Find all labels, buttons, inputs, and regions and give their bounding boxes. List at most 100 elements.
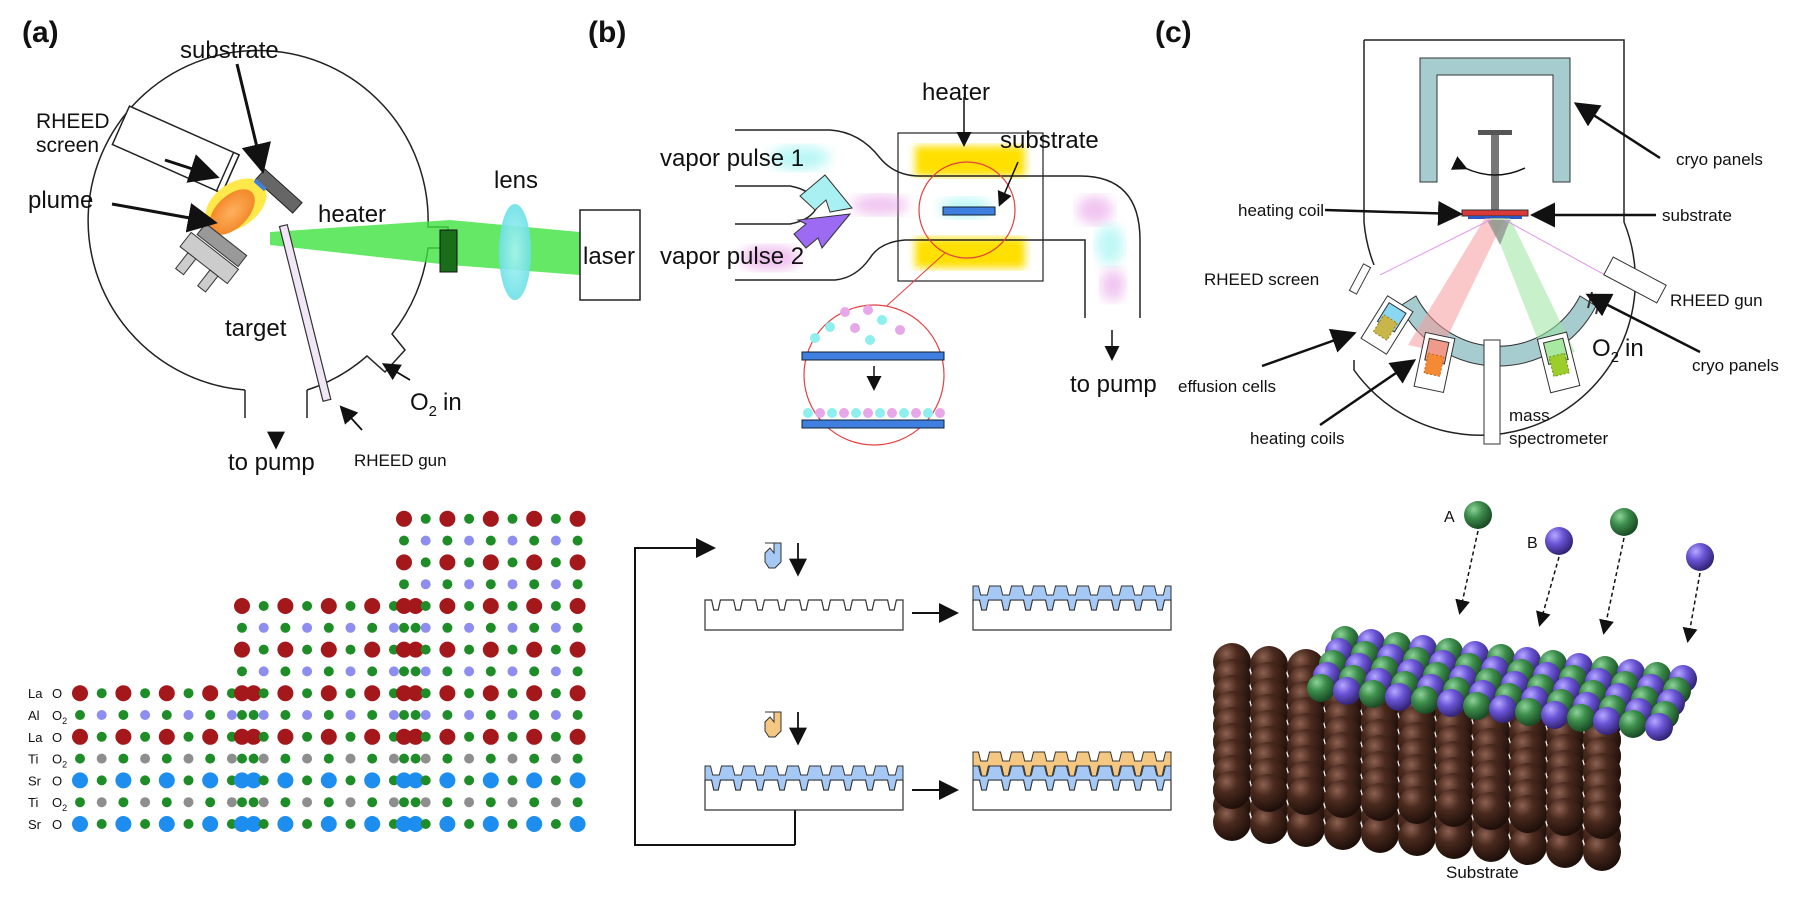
stack-atom (96, 710, 107, 720)
stack-atom (482, 510, 499, 527)
stack-atom (237, 666, 247, 677)
heater-top-b (915, 146, 1025, 176)
label-heating-coil: heating coil (1238, 201, 1324, 220)
stack-atom (75, 753, 85, 764)
stack-atom (464, 710, 475, 720)
stack-atom (72, 685, 88, 702)
stack-atom (550, 557, 561, 568)
stack-atom (202, 685, 219, 702)
substrate-c (1468, 216, 1522, 219)
zoom-particle (875, 408, 885, 418)
stack-atom (399, 535, 409, 546)
stack-atom (205, 797, 216, 808)
stack-atom (234, 685, 250, 702)
manipulator-top (1478, 130, 1512, 135)
stack-atom (202, 816, 219, 832)
film-atom-a (1619, 710, 1647, 738)
stack-atom (526, 772, 543, 789)
stack-row-anion: O2 (52, 752, 67, 770)
rheed-screen-c (1348, 263, 1372, 295)
stack-atom (96, 819, 107, 829)
stack-atom (345, 601, 356, 611)
stack-atom (442, 666, 453, 677)
stack-atom (482, 728, 499, 745)
laser-box (579, 209, 641, 301)
stack-atom (258, 731, 269, 742)
stack-atom (410, 797, 421, 808)
stack-atom (420, 753, 431, 764)
label-target: target (225, 315, 287, 342)
substrate-atom (1287, 809, 1325, 847)
substrate-b (942, 206, 996, 216)
label-plume: plume (28, 187, 93, 214)
substrate-atom (1361, 783, 1399, 821)
zoom-particle (815, 408, 825, 418)
stack-atom (302, 753, 313, 764)
stack-atom (507, 535, 518, 546)
coated-substrate-a-2 (704, 765, 904, 811)
stack-atom (245, 685, 262, 702)
stack-atom (364, 728, 381, 745)
stack-atom (277, 598, 294, 614)
stack-atom (320, 816, 337, 832)
chamber-window (439, 229, 458, 273)
mass-spectrometer (1483, 339, 1501, 445)
effusion-cell-3 (1536, 331, 1581, 394)
stack-atom (302, 775, 313, 786)
film-atom-b (1645, 713, 1673, 741)
stack-atom (569, 510, 586, 527)
stack-atom (345, 622, 356, 633)
stack-atom (258, 753, 269, 764)
label-substrate-b: substrate (1000, 127, 1099, 154)
stack-atom (464, 557, 475, 568)
stack-atom (485, 666, 496, 677)
stack-atom (442, 753, 453, 764)
substrate-atom (1213, 803, 1251, 841)
stack-atom (399, 710, 409, 720)
stack-atom (234, 598, 250, 614)
stack-atom (258, 622, 269, 633)
stack-atom (399, 579, 409, 590)
label-cryo-panels-bottom: cryo panels (1692, 356, 1779, 375)
stack-atom (464, 535, 475, 546)
stack-atom (550, 513, 561, 524)
stack-atom (507, 731, 518, 742)
stack-atom (388, 819, 399, 829)
stack-atom (345, 731, 356, 742)
stack-row-cation: Ti (28, 752, 38, 767)
panel-c: (c) (1155, 16, 1779, 448)
stack-atom (442, 797, 453, 808)
stack-atom (442, 535, 453, 546)
substrate-atom (1213, 771, 1251, 809)
stack-atom (345, 710, 356, 720)
stack-atom (96, 688, 107, 699)
stack-atom (482, 641, 499, 658)
stack-atom (115, 816, 132, 832)
stack-atom (439, 554, 456, 571)
stack-atom (161, 797, 172, 808)
stack-atom (237, 797, 247, 808)
stack-atom (367, 666, 378, 677)
zoom-particle (899, 408, 909, 418)
stack-atom (485, 535, 496, 546)
stack-atom (550, 775, 561, 786)
stack-atom (302, 710, 313, 720)
stack-atom (345, 666, 356, 677)
stack-atom (302, 688, 313, 699)
stack-atom (118, 753, 129, 764)
stack-atom (118, 710, 129, 720)
stack-atom (482, 816, 499, 832)
substrate-atom (1287, 777, 1325, 815)
stack-atom (320, 685, 337, 702)
stack-atom (439, 641, 456, 658)
stack-atom (96, 775, 107, 786)
stack-atom (529, 753, 540, 764)
stack-atom (280, 666, 291, 677)
stack-atom (323, 710, 334, 720)
stack-atom (439, 816, 456, 832)
rheed-screen-tube (111, 105, 241, 195)
stack-atom (399, 622, 409, 633)
atomic-growth: A B Substrate (1213, 501, 1714, 882)
stack-atom (482, 685, 499, 702)
stack-atom (364, 772, 381, 789)
